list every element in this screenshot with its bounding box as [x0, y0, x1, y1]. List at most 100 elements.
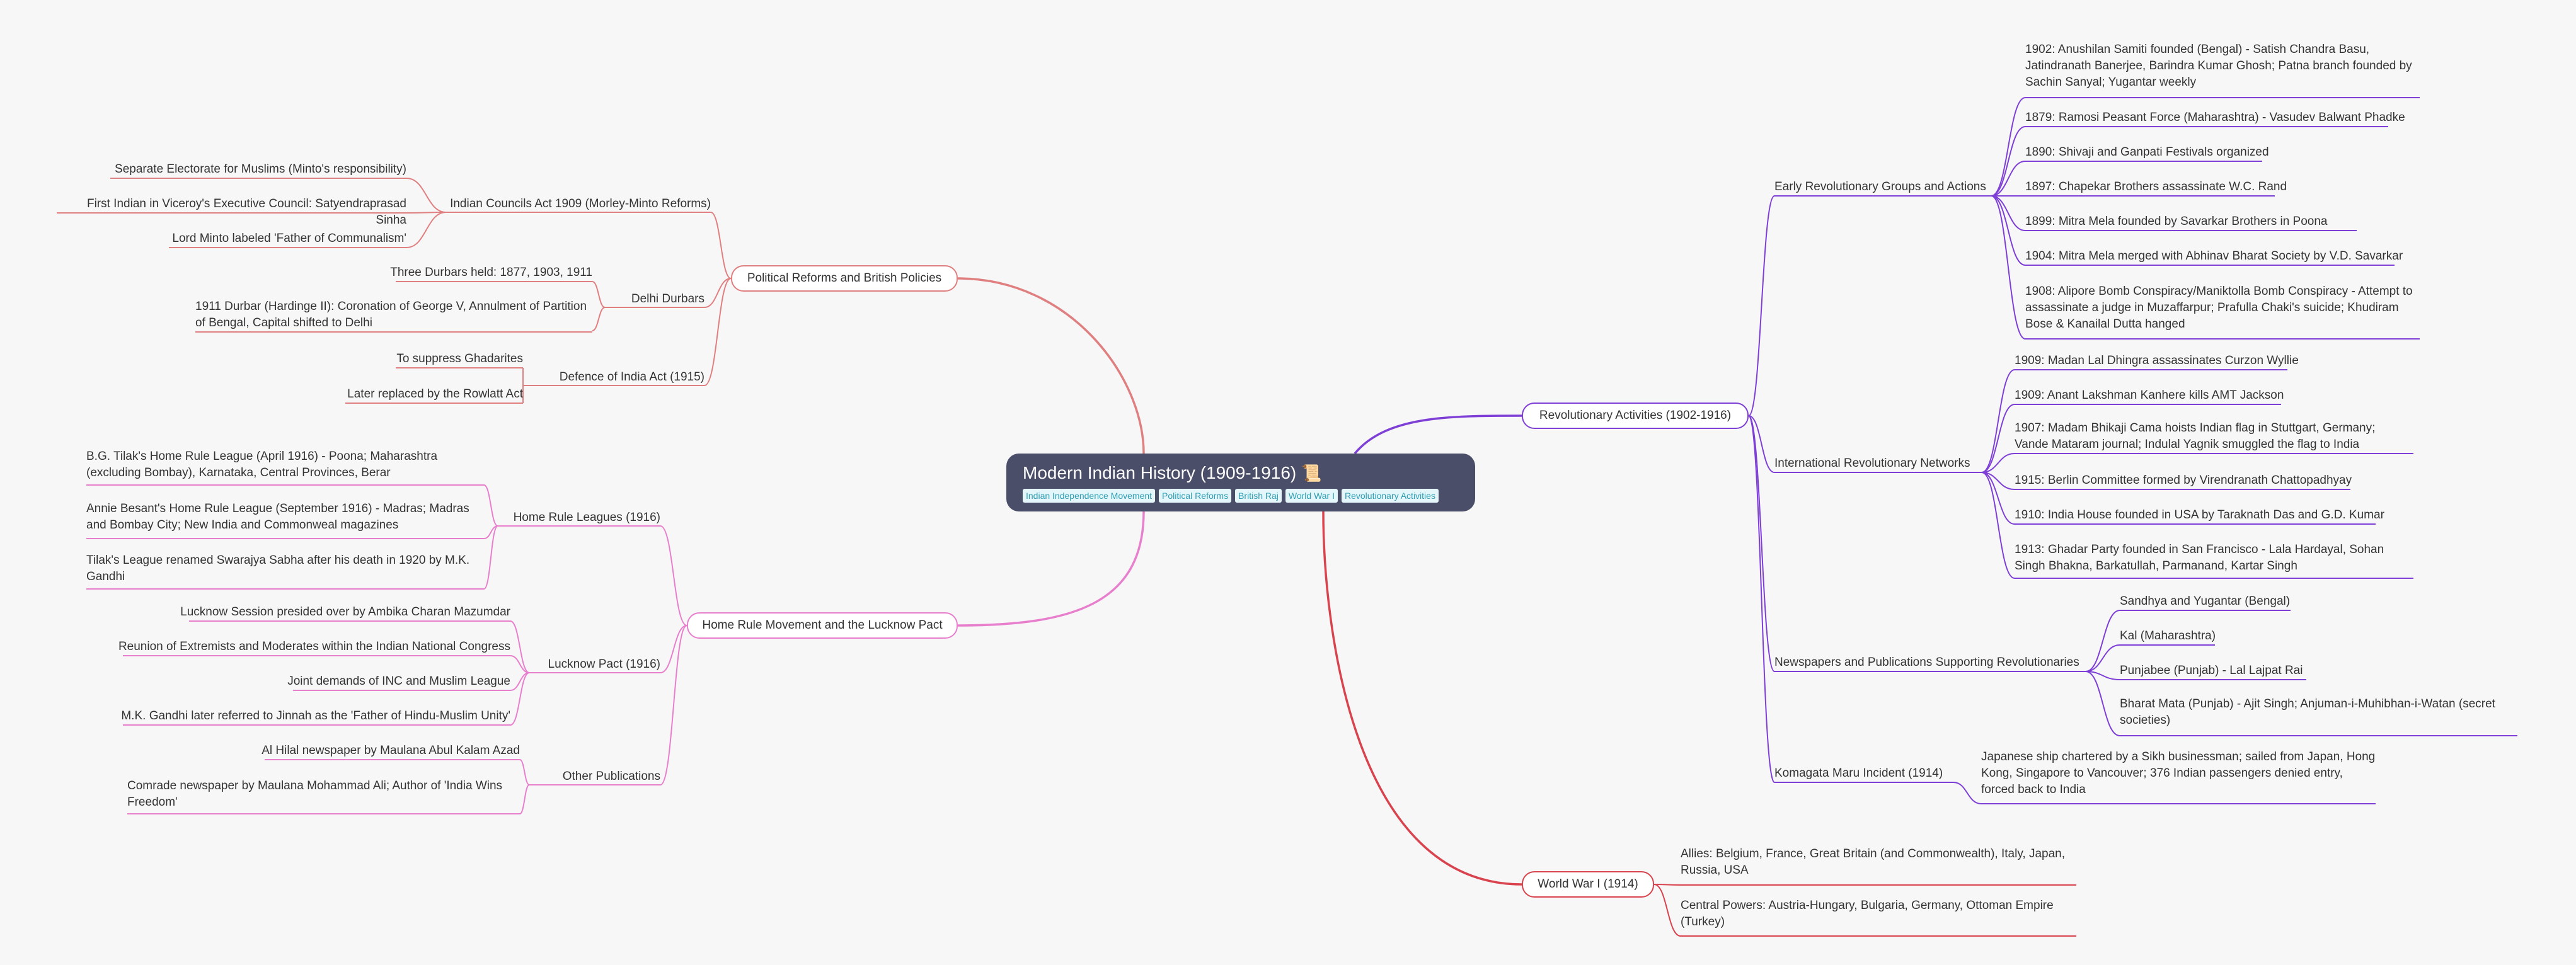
link-intl-4 [1981, 472, 2015, 525]
link-ww1-1 [1653, 884, 1681, 937]
topic-lucknow-pact[interactable]: Lucknow Pact (1916) [548, 658, 661, 671]
leaf-alipore-bomb[interactable]: 1908: Alipore Bomb Conspiracy/Maniktolla… [2025, 285, 2413, 331]
topic-defence-of-india-act[interactable]: Defence of India Act (1915) [559, 370, 704, 384]
leaf-punjabee[interactable]: Punjabee (Punjab) - Lal Lajpat Rai [2120, 664, 2303, 677]
leaf-sandhya-yugantar[interactable]: Sandhya and Yugantar (Bengal) [2120, 595, 2291, 608]
leaf-swarajya-sabha[interactable]: Tilak's League renamed Swarajya Sabha af… [86, 554, 470, 583]
leaf-hindu-muslim-unity[interactable]: M.K. Gandhi later referred to Jinnah as … [121, 709, 510, 722]
link-early-0 [1991, 97, 2026, 197]
link-political-0 [710, 212, 732, 279]
topic-delhi-durbars[interactable]: Delhi Durbars [631, 292, 704, 305]
link-ww1-0 [1653, 884, 1681, 886]
link-root-homerule [957, 511, 1145, 627]
root-topic[interactable]: Modern Indian History (1909-1916)📜 India… [1006, 454, 1475, 511]
link-political-2 [704, 278, 732, 386]
link-ica-0 [406, 178, 447, 213]
leaf-india-house[interactable]: 1910: India House founded in USA by Tara… [2015, 508, 2384, 522]
link-intl-0 [1981, 369, 2015, 473]
tag-independence[interactable]: Indian Independence Movement [1023, 489, 1156, 503]
root-title: Modern Indian History (1909-1916) [1023, 463, 1297, 482]
leaf-dhingra[interactable]: 1909: Madan Lal Dhingra assassinates Cur… [2015, 354, 2299, 367]
leaf-comrade[interactable]: Comrade newspaper by Maulana Mohammad Al… [127, 779, 503, 809]
topic-komagata-maru[interactable]: Komagata Maru Incident (1914) [1774, 767, 1943, 780]
link-durbar-1 [592, 307, 606, 331]
tag-british-raj[interactable]: British Raj [1235, 489, 1282, 503]
link-intl-3 [1981, 472, 2015, 490]
link-early-5 [1991, 195, 2026, 266]
link-intl-5 [1981, 472, 2015, 579]
link-news-3 [2085, 671, 2120, 736]
leaf-kanhere[interactable]: 1909: Anant Lakshman Kanhere kills AMT J… [2015, 389, 2284, 402]
link-durbar-0 [592, 281, 606, 308]
link-homerule-2 [660, 625, 687, 785]
leaf-reunion[interactable]: Reunion of Extremists and Moderates with… [118, 640, 510, 653]
link-intl-1 [1981, 404, 2015, 473]
leaf-joint-demands[interactable]: Joint demands of INC and Muslim League [287, 675, 510, 688]
leaf-allies[interactable]: Allies: Belgium, France, Great Britain (… [1681, 847, 2066, 877]
leaf-komagata-ship[interactable]: Japanese ship chartered by a Sikh busine… [1981, 750, 2376, 796]
link-news-0 [2085, 610, 2120, 672]
link-otherpub-1 [519, 784, 530, 814]
link-ica-1 [406, 212, 447, 214]
link-root-political [957, 277, 1145, 454]
tag-political-reforms[interactable]: Political Reforms [1159, 489, 1232, 503]
leaf-anushilan-samiti[interactable]: 1902: Anushilan Samiti founded (Bengal) … [2025, 43, 2412, 89]
leaf-first-indian-council[interactable]: First Indian in Viceroy's Executive Coun… [86, 197, 406, 227]
tag-world-war-i[interactable]: World War I [1285, 489, 1338, 503]
link-early-1 [1991, 126, 2026, 197]
leaf-ghadar-party[interactable]: 1913: Ghadar Party founded in San Franci… [2015, 543, 2384, 573]
link-lucknow-3 [510, 672, 530, 726]
leaf-besant-league[interactable]: Annie Besant's Home Rule League (Septemb… [86, 502, 469, 532]
leaf-bharat-mata[interactable]: Bharat Mata (Punjab) - Ajit Singh; Anjum… [2120, 697, 2495, 727]
leaf-tilak-league[interactable]: B.G. Tilak's Home Rule League (April 191… [86, 450, 438, 479]
link-root-revolutionary [1354, 414, 1522, 455]
leaf-abhinav-bharat[interactable]: 1904: Mitra Mela merged with Abhinav Bha… [2025, 249, 2403, 263]
link-homerule-1 [660, 625, 687, 673]
branch-political-reforms[interactable]: Political Reforms and British Policies [731, 265, 958, 292]
link-lucknow-1 [510, 655, 530, 673]
branch-world-war-i[interactable]: World War I (1914) [1522, 871, 1654, 898]
leaf-1911-durbar[interactable]: 1911 Durbar (Hardinge II): Coronation of… [195, 300, 587, 329]
link-rev-0 [1748, 195, 1775, 416]
leaf-suppress-ghadarites[interactable]: To suppress Ghadarites [396, 352, 523, 365]
leaf-lord-minto[interactable]: Lord Minto labeled 'Father of Communalis… [172, 232, 406, 245]
link-early-2 [1991, 161, 2026, 197]
link-lucknow-0 [510, 620, 530, 673]
leaf-three-durbars[interactable]: Three Durbars held: 1877, 1903, 1911 [390, 266, 592, 279]
leaf-berlin-committee[interactable]: 1915: Berlin Committee formed by Virendr… [2015, 474, 2352, 487]
link-rev-1 [1748, 415, 1775, 473]
leaf-bhikaji-cama[interactable]: 1907: Madam Bhikaji Cama hoists Indian f… [2015, 421, 2376, 451]
leaf-separate-electorate[interactable]: Separate Electorate for Muslims (Minto's… [115, 163, 406, 176]
leaf-ramosi[interactable]: 1879: Ramosi Peasant Force (Maharashtra)… [2025, 111, 2405, 124]
leaf-central-powers[interactable]: Central Powers: Austria-Hungary, Bulgari… [1681, 899, 2054, 928]
topic-newspapers[interactable]: Newspapers and Publications Supporting R… [1774, 656, 2079, 669]
topic-other-publications[interactable]: Other Publications [562, 770, 660, 783]
link-political-1 [704, 278, 732, 308]
leaf-rowlatt-act[interactable]: Later replaced by the Rowlatt Act [347, 387, 523, 401]
link-early-6 [1991, 195, 2026, 340]
topic-early-groups[interactable]: Early Revolutionary Groups and Actions [1774, 180, 1986, 193]
link-hrl-0 [483, 484, 498, 527]
link-ica-2 [406, 212, 447, 248]
leaf-chapekar[interactable]: 1897: Chapekar Brothers assassinate W.C.… [2025, 180, 2287, 193]
branch-revolutionary[interactable]: Revolutionary Activities (1902-1916) [1522, 403, 1749, 429]
branch-home-rule[interactable]: Home Rule Movement and the Lucknow Pact [687, 612, 958, 639]
topic-international-networks[interactable]: International Revolutionary Networks [1774, 457, 1970, 470]
topic-home-rule-leagues[interactable]: Home Rule Leagues (1916) [513, 511, 660, 524]
tag-revolutionary[interactable]: Revolutionary Activities [1342, 489, 1439, 503]
link-otherpub-0 [519, 759, 530, 785]
leaf-mitra-mela[interactable]: 1899: Mitra Mela founded by Savarkar Bro… [2025, 215, 2328, 228]
link-news-1 [2085, 644, 2120, 672]
leaf-al-hilal[interactable]: Al Hilal newspaper by Maulana Abul Kalam… [262, 744, 520, 757]
link-rev-3 [1748, 415, 1775, 783]
link-homerule-0 [660, 525, 687, 626]
leaf-festivals[interactable]: 1890: Shivaji and Ganpati Festivals orga… [2025, 146, 2269, 159]
link-intl-2 [1981, 453, 2015, 473]
link-root-ww1 [1322, 511, 1522, 886]
topic-indian-councils-act[interactable]: Indian Councils Act 1909 (Morley-Minto R… [450, 197, 711, 210]
link-early-4 [1991, 195, 2026, 231]
leaf-lucknow-session[interactable]: Lucknow Session presided over by Ambika … [180, 605, 510, 619]
leaf-kal[interactable]: Kal (Maharashtra) [2120, 629, 2216, 642]
